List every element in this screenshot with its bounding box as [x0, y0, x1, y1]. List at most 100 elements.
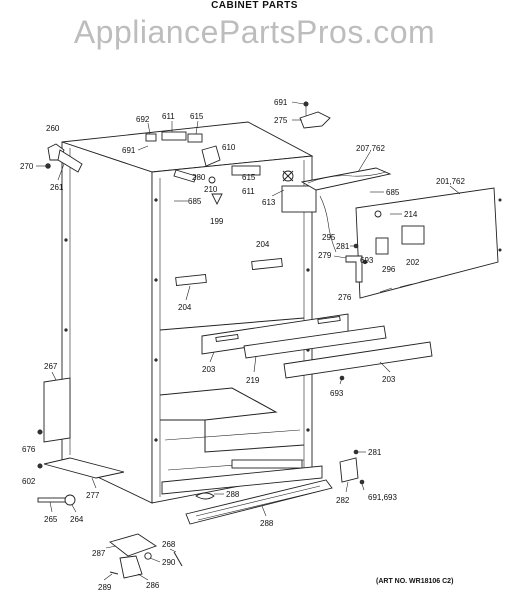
- mullion-strip-219: [243, 325, 387, 359]
- mullion-trim-203b: [283, 341, 433, 379]
- callout-219: 219: [246, 376, 260, 385]
- callout-260: 260: [46, 124, 60, 133]
- wiring-harness-207: [300, 167, 392, 191]
- cover-267: [43, 377, 71, 443]
- cabinet-interior-rail: [164, 429, 301, 441]
- callout-265: 265: [44, 515, 58, 524]
- callout-199: 199: [210, 217, 224, 226]
- hinge-block-692: [145, 133, 157, 142]
- callout-615a: 615: [190, 112, 204, 121]
- bottom-parts: [109, 533, 183, 579]
- relay-296: [375, 237, 389, 255]
- callout-610: 610: [222, 143, 236, 152]
- callout-214: 214: [404, 210, 418, 219]
- callout-268: 268: [162, 540, 176, 549]
- callout-279: 279: [318, 251, 332, 260]
- base-plate-277: [43, 457, 125, 479]
- callout-691b: 691: [122, 146, 136, 155]
- callout-296: 296: [382, 265, 396, 274]
- callout-691a: 691: [274, 98, 288, 107]
- callout-288b: 288: [260, 519, 274, 528]
- toe-grille: [185, 479, 333, 525]
- control-panel-assembly: [345, 187, 502, 299]
- top-hinge-assembly: [145, 101, 331, 206]
- callout-693a: 693: [360, 256, 374, 265]
- callout-685b: 685: [386, 188, 400, 197]
- washer-290: [144, 552, 152, 560]
- callout-207: 207,762: [356, 144, 385, 153]
- callout-labels: 691 275 692 611 615 260 691 610 207,762 …: [20, 98, 465, 592]
- callout-692: 692: [136, 115, 150, 124]
- bracket-615: [187, 133, 203, 143]
- callout-287: 287: [92, 549, 106, 558]
- callout-204b: 204: [178, 303, 192, 312]
- callout-676: 676: [22, 445, 36, 454]
- cabinet-bottom-front: [161, 465, 323, 495]
- callout-602: 602: [22, 477, 36, 486]
- leveler-282: [339, 457, 359, 483]
- bracket-276: [345, 255, 363, 283]
- callout-203b: 203: [382, 375, 396, 384]
- callout-281a: 281: [336, 242, 350, 251]
- callout-201: 201,762: [436, 177, 465, 186]
- callout-685a: 685: [188, 197, 202, 206]
- roller-264: [64, 494, 76, 506]
- light-socket-280: [173, 169, 197, 183]
- bracket-611b: [231, 165, 261, 176]
- callout-615b: 615: [242, 173, 256, 182]
- watermark-logo: AppliancePartsPros.com: [73, 14, 436, 50]
- trim-strips: [201, 313, 433, 379]
- callout-289: 289: [98, 583, 112, 592]
- rod-265: [37, 497, 67, 503]
- callout-261: 261: [50, 183, 64, 192]
- thermostat-199: [211, 193, 223, 206]
- callout-282: 282: [336, 496, 350, 505]
- art-number: (ART NO. WR18106 C2): [376, 578, 454, 585]
- cabinet-body: [61, 121, 323, 504]
- callout-276: 276: [338, 293, 352, 302]
- callout-288a: 288: [226, 490, 240, 499]
- clip-288: [195, 492, 215, 500]
- lower-left-parts: [37, 377, 125, 506]
- shelf-bracket-204a: [175, 273, 207, 287]
- light-214: [374, 210, 382, 218]
- callout-270: 270: [20, 162, 34, 171]
- switch-210: [208, 176, 216, 184]
- cabinet-lower-grille-slot: [231, 459, 303, 469]
- cabinet-mullion-line: [159, 317, 305, 331]
- callout-204a: 204: [256, 240, 270, 249]
- callout-290: 290: [162, 558, 176, 567]
- callout-202: 202: [406, 258, 420, 267]
- roller-286: [119, 555, 143, 579]
- callout-203a: 203: [202, 365, 216, 374]
- callout-286: 286: [146, 581, 160, 590]
- damper-control-610: [201, 145, 221, 167]
- page-title: CABINET PARTS: [211, 0, 298, 11]
- bracket-611: [161, 131, 187, 141]
- top-hinge-275: [299, 111, 331, 129]
- callout-267: 267: [44, 362, 58, 371]
- callout-264: 264: [70, 515, 84, 524]
- hinge-261: [57, 149, 83, 173]
- evaporator-fan-assembly: [281, 167, 392, 253]
- bracket-287: [109, 533, 157, 557]
- left-hinge-assembly: [45, 143, 83, 173]
- callout-611b: 611: [242, 187, 255, 196]
- callout-281b: 281: [368, 448, 382, 457]
- cabinet-left-side: [61, 141, 153, 504]
- control-knob-202: [401, 225, 425, 245]
- fan-motor-613: [281, 185, 317, 213]
- callout-210: 210: [204, 185, 218, 194]
- callout-691c: 691,693: [368, 493, 397, 502]
- callout-280: 280: [192, 173, 206, 182]
- cabinet-interior-step: [159, 387, 278, 421]
- callout-275: 275: [274, 116, 288, 125]
- callout-693b: 693: [330, 389, 344, 398]
- callout-613: 613: [262, 198, 276, 207]
- callout-611a: 611: [162, 112, 175, 121]
- callout-277: 277: [86, 491, 100, 500]
- shelf-bracket-204b: [251, 257, 283, 271]
- lower-right-parts: [339, 375, 365, 485]
